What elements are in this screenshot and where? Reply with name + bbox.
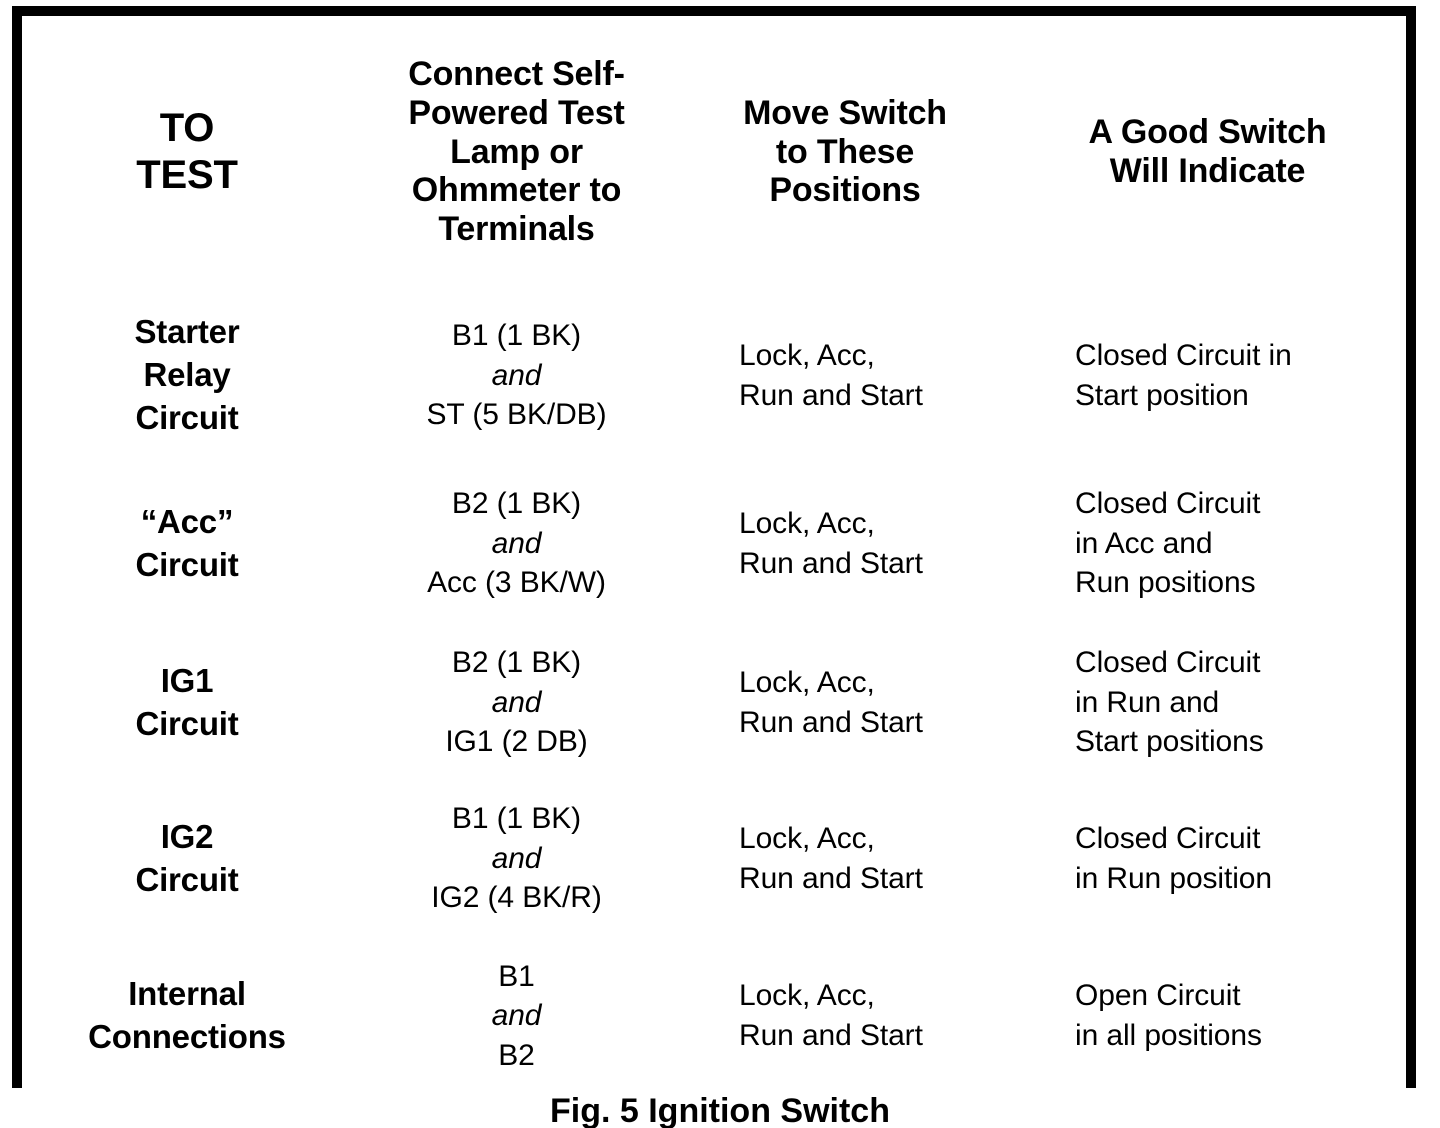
indication-line: Closed Circuit	[1075, 646, 1261, 680]
row-label-line: Circuit	[135, 860, 239, 898]
test-table: TO TEST Connect Self- Powered Test Lamp …	[22, 16, 1406, 1096]
cell-indication: Closed Circuit in Start position	[1009, 288, 1406, 463]
header-line: TO	[159, 105, 215, 150]
row-label-ig1-circuit: IG1 Circuit	[22, 624, 352, 781]
row-label-line: Starter	[134, 313, 240, 351]
table-row: IG2 Circuit B1 (1 BK) and IG2 (4 BK/R) L…	[22, 781, 1406, 936]
position-line: Run and Start	[739, 1019, 923, 1052]
cell-positions: Lock, Acc, Run and Start	[681, 781, 1009, 936]
cell-indication: Closed Circuit in Acc and Run positions	[1009, 463, 1406, 624]
position-line: Lock, Acc,	[739, 665, 875, 699]
position-line: Lock, Acc,	[739, 338, 875, 372]
terminal-conjunction: and	[491, 358, 542, 392]
row-label-internal-connections: Internal Connections	[22, 936, 352, 1096]
indication-line: Start position	[1075, 378, 1249, 412]
terminal-conjunction: and	[491, 841, 542, 875]
header-line: Will Indicate	[1109, 152, 1306, 190]
cell-terminals: B2 (1 BK) and Acc (3 BK/W)	[352, 463, 681, 624]
terminal-first: B1	[498, 959, 535, 993]
terminal-first: B2 (1 BK)	[451, 487, 582, 521]
terminal-first: B2 (1 BK)	[451, 646, 582, 680]
ignition-switch-test-table: TO TEST Connect Self- Powered Test Lamp …	[12, 6, 1416, 1096]
terminal-second: IG2 (4 BK/R)	[431, 881, 602, 915]
position-line: Lock, Acc,	[739, 506, 875, 540]
position-line: Run and Start	[739, 378, 923, 412]
indication-line: Closed Circuit	[1075, 487, 1261, 521]
indication-line: Run positions	[1075, 566, 1256, 600]
terminal-second: ST (5 BK/DB)	[426, 398, 607, 432]
row-label-acc-circuit: “Acc” Circuit	[22, 463, 352, 624]
header-line: A Good Switch	[1088, 113, 1327, 152]
row-label-line: Circuit	[135, 545, 239, 583]
header-line: Ohmmeter to	[411, 171, 622, 210]
cell-positions: Lock, Acc, Run and Start	[681, 624, 1009, 781]
cell-terminals: B1 and B2	[352, 936, 681, 1096]
header-line: Connect Self-	[408, 55, 625, 94]
terminal-second: IG1 (2 DB)	[445, 725, 588, 759]
cell-positions: Lock, Acc, Run and Start	[681, 288, 1009, 463]
indication-line: in all positions	[1075, 1019, 1262, 1052]
indication-line: Closed Circuit in	[1075, 338, 1292, 372]
table-row: IG1 Circuit B2 (1 BK) and IG1 (2 DB) Loc…	[22, 624, 1406, 781]
cell-terminals: B1 (1 BK) and IG2 (4 BK/R)	[352, 781, 681, 936]
header-line: Terminals	[438, 210, 595, 249]
indication-line: Open Circuit	[1075, 979, 1241, 1013]
terminal-second: B2	[498, 1038, 535, 1072]
header-line: Positions	[769, 171, 921, 210]
header-line: Powered Test	[408, 93, 625, 132]
position-line: Run and Start	[739, 861, 923, 895]
position-line: Lock, Acc,	[739, 821, 875, 855]
row-label-line: Circuit	[135, 704, 239, 742]
header-line: Lamp or	[450, 132, 583, 171]
position-line: Run and Start	[739, 705, 923, 739]
row-label-line: “Acc”	[140, 502, 234, 540]
position-line: Run and Start	[739, 546, 923, 580]
table-header-row: TO TEST Connect Self- Powered Test Lamp …	[22, 16, 1406, 288]
terminal-conjunction: and	[491, 685, 542, 719]
row-label-line: Connections	[88, 1018, 286, 1055]
cell-indication: Closed Circuit in Run and Start position…	[1009, 624, 1406, 781]
column-header-to-test: TO TEST	[22, 16, 352, 288]
indication-line: in Run and	[1075, 685, 1220, 719]
row-label-line: Internal	[128, 975, 246, 1013]
terminal-conjunction: and	[491, 526, 542, 560]
cell-terminals: B1 (1 BK) and ST (5 BK/DB)	[352, 288, 681, 463]
row-label-starter-relay-circuit: Starter Relay Circuit	[22, 288, 352, 463]
row-label-ig2-circuit: IG2 Circuit	[22, 781, 352, 936]
table-row: Starter Relay Circuit B1 (1 BK) and ST (…	[22, 288, 1406, 463]
row-label-line: Circuit	[135, 398, 239, 436]
cell-indication: Closed Circuit in Run position	[1009, 781, 1406, 936]
indication-line: in Run position	[1075, 861, 1272, 895]
row-label-line: IG2	[160, 817, 214, 855]
indication-line: in Acc and	[1075, 526, 1213, 560]
header-line: Move Switch	[743, 93, 947, 132]
terminal-conjunction: and	[491, 999, 542, 1033]
terminal-second: Acc (3 BK/W)	[427, 566, 606, 600]
column-header-positions: Move Switch to These Positions	[681, 16, 1009, 288]
position-line: Lock, Acc,	[739, 979, 875, 1013]
header-line: TEST	[136, 153, 238, 197]
column-header-indication: A Good Switch Will Indicate	[1009, 16, 1406, 288]
table-row: Internal Connections B1 and B2 Lock, Acc…	[22, 936, 1406, 1096]
row-label-line: IG1	[160, 661, 214, 699]
cell-terminals: B2 (1 BK) and IG1 (2 DB)	[352, 624, 681, 781]
header-line: to These	[775, 132, 915, 171]
indication-line: Start positions	[1075, 725, 1264, 759]
row-label-line: Relay	[143, 356, 231, 394]
cell-positions: Lock, Acc, Run and Start	[681, 936, 1009, 1096]
indication-line: Closed Circuit	[1075, 821, 1261, 855]
column-header-terminals: Connect Self- Powered Test Lamp or Ohmme…	[352, 16, 681, 288]
terminal-first: B1 (1 BK)	[451, 319, 582, 353]
table-row: “Acc” Circuit B2 (1 BK) and Acc (3 BK/W)…	[22, 463, 1406, 624]
cell-indication: Open Circuit in all positions	[1009, 936, 1406, 1096]
figure-caption: Fig. 5 Ignition Switch	[550, 1094, 890, 1128]
terminal-first: B1 (1 BK)	[451, 802, 582, 836]
cell-positions: Lock, Acc, Run and Start	[681, 463, 1009, 624]
